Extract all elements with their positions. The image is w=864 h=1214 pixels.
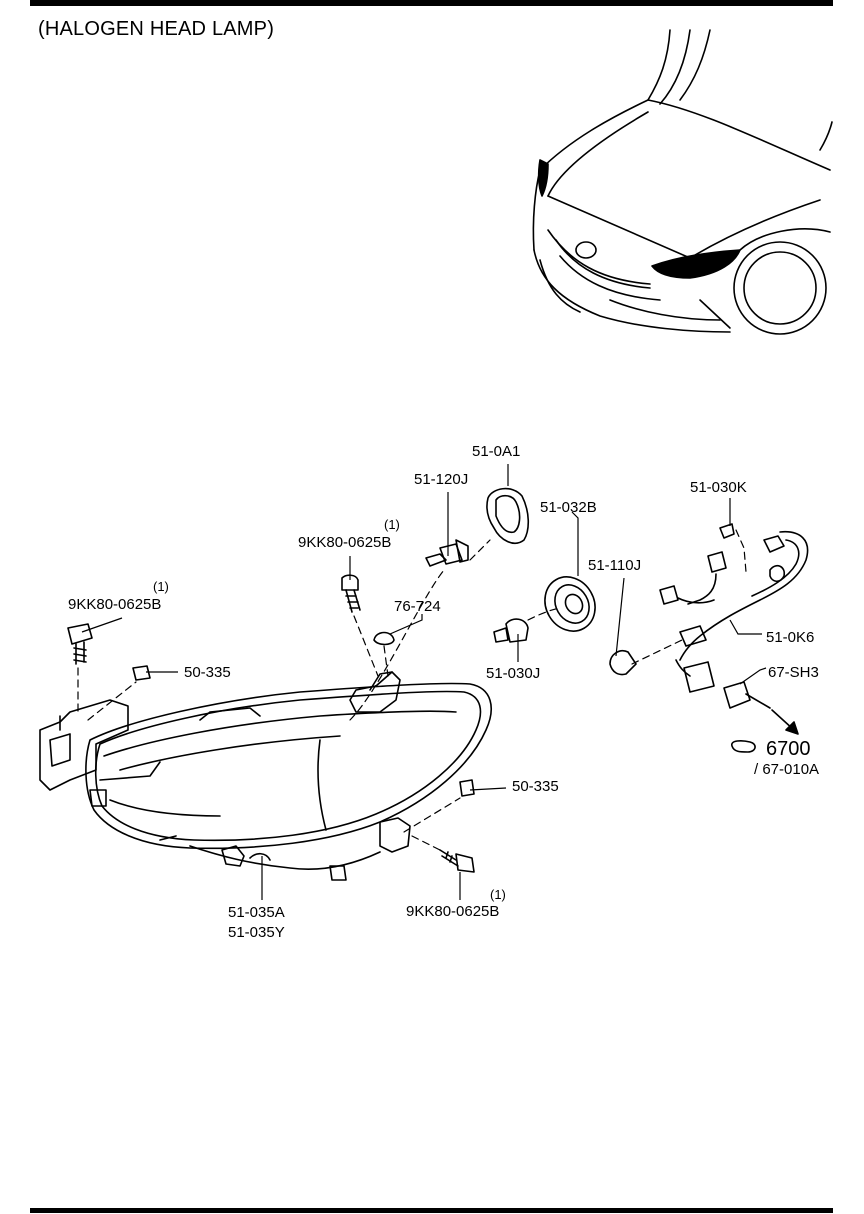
clip-nut-upper (132, 665, 151, 681)
label-bolt-bottom: 9KK80-0625B (406, 903, 500, 920)
qty-bolt-left: (1) (153, 579, 169, 594)
label-67-sh3: 67-SH3 (768, 664, 819, 681)
bulb-51-030j (493, 618, 529, 643)
label-51-030k: 51-030K (690, 479, 747, 496)
qty-bolt-top: (1) (384, 517, 400, 532)
label-51-110j: 51-110J (588, 557, 642, 574)
clip-nut-lower (459, 779, 475, 797)
label-ref-67-010a: / 67-010A (754, 761, 820, 778)
lamp-cover-51-032b (544, 576, 596, 632)
diagram-title: (HALOGEN HEAD LAMP) (38, 18, 275, 40)
top-rule (30, 0, 833, 6)
label-bolt-top: 9KK80-0625B (298, 534, 392, 551)
label-ref-6700: 6700 (766, 738, 811, 760)
bottom-rule (30, 1208, 833, 1213)
label-51-032b: 51-032B (540, 499, 597, 516)
bolt-top (341, 574, 361, 613)
bulb-51-110j (609, 649, 637, 676)
bolt-bottom (439, 849, 475, 873)
bolt-left (67, 623, 93, 665)
label-50-335-lower: 50-335 (512, 778, 559, 795)
connector-67-sh3 (723, 681, 771, 709)
qty-bolt-bottom: (1) (490, 887, 506, 902)
arrow-to-6700 (731, 709, 799, 753)
label-51-120j: 51-120J (414, 471, 469, 488)
label-76-724: 76-724 (394, 598, 441, 615)
bulb-51-030k (719, 523, 735, 539)
headlamp-assembly (39, 671, 492, 881)
car-front-view (532, 29, 833, 335)
label-bolt-left: 9KK80-0625B (68, 596, 162, 613)
harness-51-0k6 (659, 531, 809, 693)
label-51-035y: 51-035Y (228, 924, 285, 941)
label-50-335-upper: 50-335 (184, 664, 231, 681)
label-51-030j: 51-030J (486, 665, 541, 682)
label-51-0k6: 51-0K6 (766, 629, 815, 646)
cap-76-724 (373, 631, 395, 646)
label-51-0a1: 51-0A1 (472, 443, 521, 460)
bulb-51-120j (425, 539, 469, 567)
retaining-ring-51-0a1 (486, 487, 530, 544)
label-51-035a: 51-035A (228, 904, 285, 921)
